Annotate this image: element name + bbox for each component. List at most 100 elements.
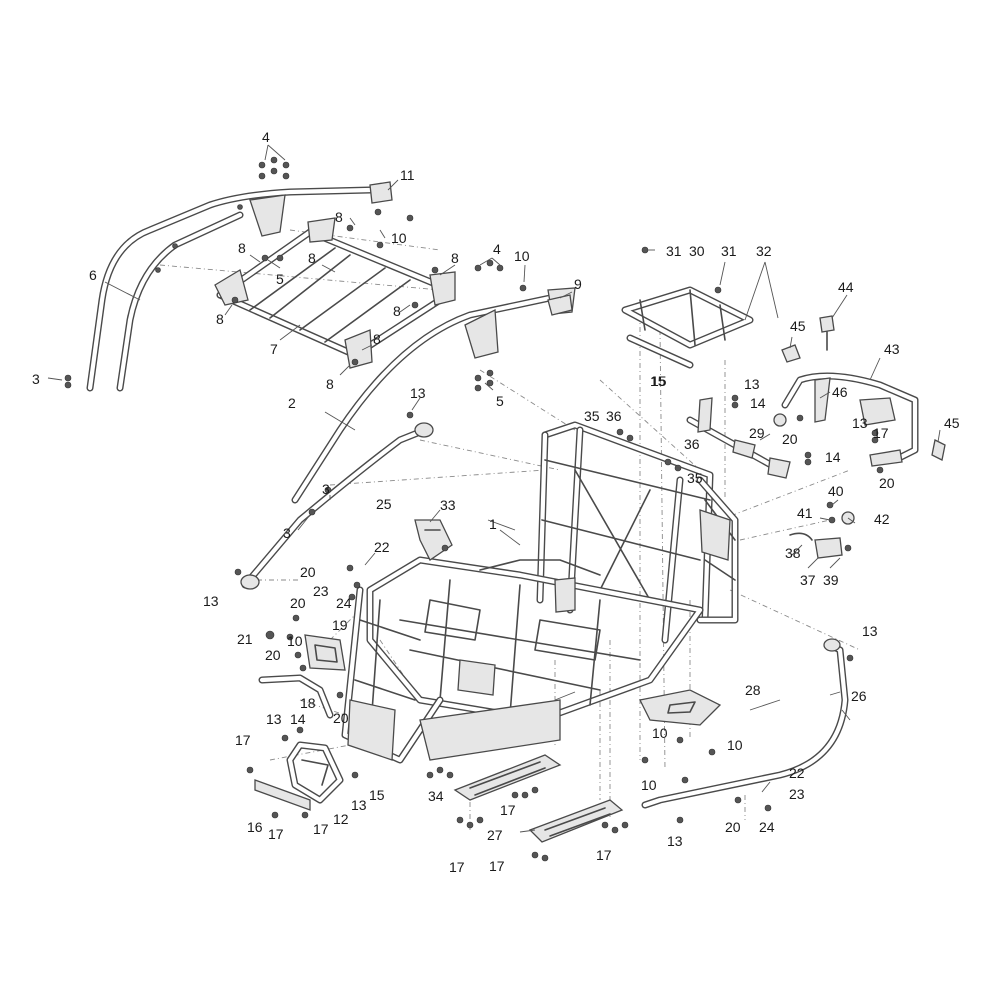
- front-brackets: [258, 634, 346, 719]
- label-14a: 14: [290, 711, 306, 727]
- label-17c: 17: [313, 821, 329, 837]
- label-27: 27: [487, 827, 503, 843]
- right-rocker-tube: [641, 638, 849, 809]
- label-7: 7: [270, 341, 278, 357]
- bracket-33: [414, 519, 453, 561]
- front-bumper: [254, 741, 344, 811]
- roof-frame: [214, 217, 456, 369]
- label-36a: 36: [606, 408, 622, 424]
- label-26: 26: [851, 688, 867, 704]
- label-8b: 8: [238, 240, 246, 256]
- label-45a: 45: [790, 318, 806, 334]
- label-5a: 5: [276, 271, 284, 287]
- label-44: 44: [838, 279, 854, 295]
- label-35a: 35: [584, 408, 600, 424]
- label-4b: 4: [493, 241, 501, 257]
- label-42: 42: [874, 511, 890, 527]
- label-15a: 15: [369, 787, 385, 803]
- leader-lines: [47, 144, 941, 833]
- label-8e: 8: [393, 303, 401, 319]
- label-43: 43: [884, 341, 900, 357]
- label-17f: 17: [489, 858, 505, 874]
- label-8g: 8: [326, 376, 334, 392]
- label-5b: 5: [496, 393, 504, 409]
- label-45b: 45: [944, 415, 960, 431]
- label-17g: 17: [596, 847, 612, 863]
- label-6: 6: [89, 267, 97, 283]
- label-29: 29: [749, 425, 765, 441]
- label-28: 28: [745, 682, 761, 698]
- label-8a: 8: [335, 209, 343, 225]
- label-17e: 17: [449, 859, 465, 875]
- label-20c: 20: [265, 647, 281, 663]
- floor-panels: [453, 754, 624, 843]
- label-40: 40: [828, 483, 844, 499]
- label-10d: 10: [652, 725, 668, 741]
- label-10e: 10: [727, 737, 743, 753]
- label-46: 46: [832, 384, 848, 400]
- label-38: 38: [785, 545, 801, 561]
- label-8d: 8: [451, 250, 459, 266]
- label-25: 25: [376, 496, 392, 512]
- label-12: 12: [333, 811, 349, 827]
- label-24b: 24: [759, 819, 775, 835]
- label-8c: 8: [308, 250, 316, 266]
- roll-cage-side-tube: [86, 186, 374, 392]
- label-20a: 20: [300, 564, 316, 580]
- skid-plate: [639, 689, 722, 726]
- label-20d: 20: [333, 710, 349, 726]
- label-13d: 13: [351, 797, 367, 813]
- label-3a: 3: [32, 371, 40, 387]
- label-39: 39: [823, 572, 839, 588]
- label-10c: 10: [287, 633, 303, 649]
- callout-labels: 1 2 3 3 3 4 4 5 5 6 7 8 8 8 8 8 8 8 8 9 …: [32, 129, 960, 875]
- label-34: 34: [428, 788, 444, 804]
- label-33: 33: [440, 497, 456, 513]
- label-10b: 10: [514, 248, 530, 264]
- tube-clamps: [369, 181, 573, 316]
- label-14c: 14: [825, 449, 841, 465]
- label-16: 16: [247, 819, 263, 835]
- label-20f: 20: [782, 431, 798, 447]
- label-17h: 17: [873, 425, 889, 441]
- label-17b: 17: [268, 826, 284, 842]
- main-chassis-frame: [341, 421, 739, 764]
- label-13h: 13: [852, 415, 868, 431]
- label-13g: 13: [744, 376, 760, 392]
- label-19: 19: [332, 617, 348, 633]
- a-pillar-tube: [291, 287, 576, 504]
- label-15b: 15: [650, 373, 666, 389]
- label-31a: 31: [666, 243, 682, 259]
- label-10a: 10: [391, 230, 407, 246]
- label-13a: 13: [410, 385, 426, 401]
- label-35b: 35: [687, 470, 703, 486]
- label-17a: 17: [235, 732, 251, 748]
- label-22a: 22: [374, 539, 390, 555]
- label-13c: 13: [266, 711, 282, 727]
- label-17d: 17: [500, 802, 516, 818]
- label-11: 11: [400, 167, 415, 183]
- label-23a: 23: [313, 583, 329, 599]
- hitch-electrics: [781, 315, 946, 559]
- label-10f: 10: [641, 777, 657, 793]
- label-2: 2: [288, 395, 296, 411]
- rear-bumper: [773, 372, 919, 467]
- label-13f: 13: [862, 623, 878, 639]
- hardware: [64, 156, 884, 862]
- label-31b: 31: [721, 243, 737, 259]
- label-22b: 22: [789, 765, 805, 781]
- label-14b: 14: [750, 395, 766, 411]
- label-32: 32: [756, 243, 772, 259]
- label-9: 9: [574, 276, 582, 292]
- label-36b: 36: [684, 436, 700, 452]
- label-30: 30: [689, 243, 705, 259]
- label-8f: 8: [216, 311, 224, 327]
- rear-rack: [621, 286, 791, 479]
- label-23b: 23: [789, 786, 805, 802]
- label-20b: 20: [290, 595, 306, 611]
- label-24a: 24: [336, 595, 352, 611]
- label-20e: 20: [725, 819, 741, 835]
- label-18: 18: [300, 695, 316, 711]
- label-41: 41: [797, 505, 813, 521]
